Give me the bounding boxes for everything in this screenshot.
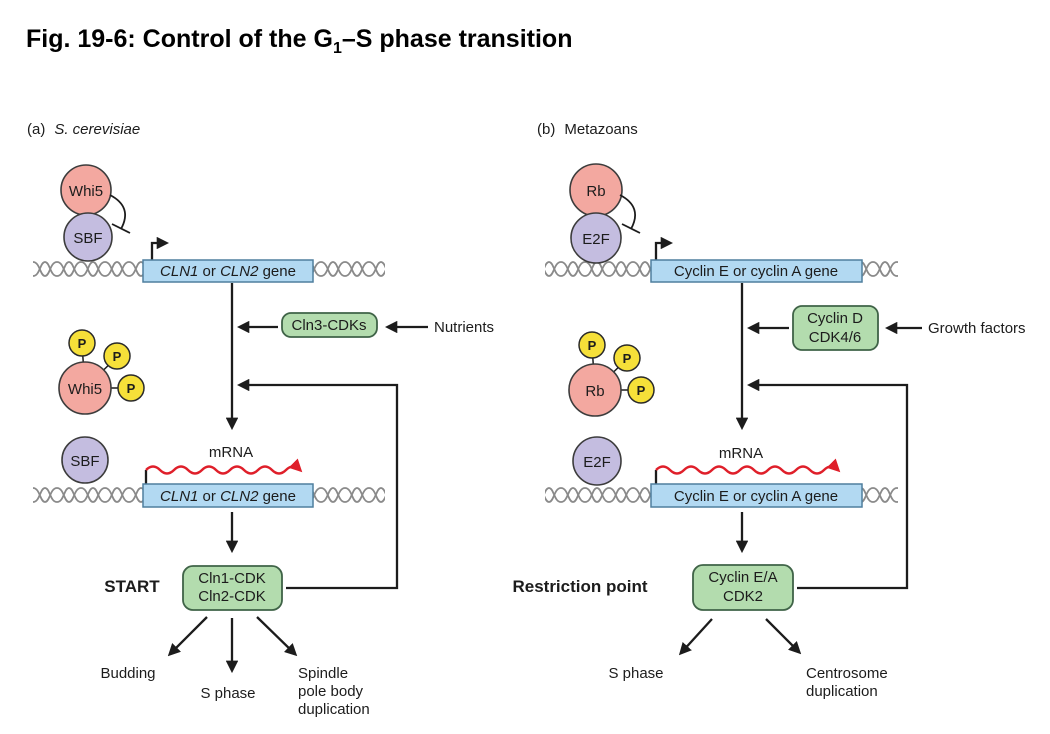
spindle-label-line2: pole body: [298, 683, 364, 700]
gene-box-b-bottom: [650, 483, 863, 508]
cycline-cdk2-box: [692, 564, 794, 611]
cln3-cdks-label: Cln3-CDKs: [291, 317, 366, 334]
panel-a-letter: (a): [27, 121, 45, 138]
phosphate-a2-circle: [103, 342, 131, 370]
phosphate-b1-circle: [578, 331, 606, 359]
whi5-sbf-complex: Whi5 SBF: [60, 164, 131, 262]
arrow-to-sphase-b: [678, 618, 713, 656]
feedback-arrow-b: [746, 378, 909, 590]
sphase-label-a: S phase: [200, 685, 255, 702]
feedback-arrow-a: [236, 378, 399, 590]
gene-box-b-top-label: Cyclin E or cyclin A gene: [674, 263, 838, 280]
phosphate-a3-circle: [117, 374, 145, 402]
cycline-label: Cyclin E/A: [708, 569, 777, 586]
panel-a-label: (a) S. cerevisiae: [27, 121, 140, 138]
cdk46-label: CDK4/6: [809, 329, 862, 346]
mrna-label-b: mRNA: [719, 445, 763, 462]
gene-a-gene: gene: [258, 263, 296, 280]
gene-a2-cln2: CLN2: [220, 488, 259, 505]
sbf-free-circle: [61, 436, 109, 484]
gene-box-a-bottom-label: CLN1 or CLN2 gene: [160, 488, 296, 505]
figure-title-suffix: –S phase transition: [341, 24, 573, 53]
sbf-label: SBF: [73, 230, 102, 247]
whi5-p-circle: [58, 361, 112, 415]
e2f-free-label: E2F: [583, 454, 611, 471]
panel-b-species: Metazoans: [564, 121, 637, 138]
phosphate-a2-label: P: [113, 349, 122, 364]
figure-title-subscript: 1: [332, 39, 342, 57]
phosphate-b3-circle: [627, 376, 655, 404]
cln-cdk-box: [182, 565, 283, 611]
rb-phosphorylated: Rb P P P: [568, 331, 655, 417]
gene-a2-or: or: [198, 488, 220, 505]
arrow-to-spindle: [256, 616, 298, 657]
gene-box-a-bottom: [142, 483, 314, 508]
figure-title: Fig. 19-6: Control of the G1–S phase tra…: [26, 25, 572, 58]
whi5-label: Whi5: [69, 183, 103, 200]
spindle-label-line3: duplication: [298, 701, 370, 718]
budding-label: Budding: [100, 665, 155, 682]
gene-box-b-bottom-label: Cyclin E or cyclin A gene: [674, 488, 838, 505]
whi5-p-label: Whi5: [68, 381, 102, 398]
phosphate-a3-label: P: [127, 381, 136, 396]
whi5-phosphorylated: Whi5 P P P: [58, 329, 145, 415]
phosphate-a1-circle: [68, 329, 96, 357]
panel-a-species: S. cerevisiae: [54, 121, 140, 138]
cln3-cdks-box: [281, 312, 378, 338]
spindle-label-line1: Spindle: [298, 665, 348, 682]
e2f-circle: [570, 212, 622, 264]
panel-a: (a) S. cerevisiae Whi5 SBF CLN1 or CLN2 g…: [27, 121, 494, 718]
e2f-free-circle: [572, 436, 622, 486]
figure-title-prefix: Fig. 19-6: Control of the G: [26, 24, 333, 53]
start-label: START: [104, 577, 160, 596]
inhibition-arc-b: [619, 194, 636, 230]
phosphate-b1-label: P: [588, 338, 597, 353]
rb-label: Rb: [586, 183, 605, 200]
arrow-to-centrosome: [765, 618, 802, 655]
mrna-label-a: mRNA: [209, 444, 253, 461]
gene-a-or: or: [198, 263, 220, 280]
panel-b-label: (b) Metazoans: [537, 121, 638, 138]
cln1-cdk-label: Cln1-CDK: [198, 570, 266, 587]
gene-a-cln2: CLN2: [220, 263, 259, 280]
gene-box-a-top-label: CLN1 or CLN2 gene: [160, 263, 296, 280]
arrow-to-budding: [167, 616, 208, 657]
panel-b: (b) Metazoans Rb E2F Cyclin E or cyclin A…: [512, 121, 1025, 700]
inhibition-arc-a: [109, 194, 126, 230]
growth-factors-label: Growth factors: [928, 320, 1026, 337]
e2f-label: E2F: [582, 231, 610, 248]
panel-b-letter: (b): [537, 121, 555, 138]
gene-a-cln1: CLN1: [160, 263, 198, 280]
phosphate-b2-label: P: [623, 351, 632, 366]
cyclind-cdk46-box: [792, 305, 879, 351]
mrna-wavy-arrow-b: [655, 458, 841, 475]
gene-a2-gene: gene: [258, 488, 296, 505]
phosphate-b2-circle: [613, 344, 641, 372]
restriction-point-label: Restriction point: [512, 577, 647, 596]
cyclind-label: Cyclin D: [807, 310, 863, 327]
inhibition-bar-b: [621, 223, 641, 234]
centrosome-label-line1: Centrosome: [806, 665, 888, 682]
rb-p-circle: [568, 363, 622, 417]
promoter-arrow-a-top: [150, 236, 170, 261]
cln2-cdk-label: Cln2-CDK: [198, 588, 266, 605]
rb-p-label: Rb: [585, 383, 604, 400]
promoter-arrow-b-top: [654, 236, 674, 261]
sbf-circle: [63, 212, 113, 262]
phosphate-b3-label: P: [637, 383, 646, 398]
sbf-free-label: SBF: [70, 453, 99, 470]
gene-box-a-top: [142, 259, 314, 283]
cdk2-label: CDK2: [723, 588, 763, 605]
gene-a2-cln1: CLN1: [160, 488, 198, 505]
centrosome-label-line2: duplication: [806, 683, 878, 700]
phosphate-a1-label: P: [78, 336, 87, 351]
sphase-label-b: S phase: [608, 665, 663, 682]
gene-box-b-top: [650, 259, 863, 283]
mrna-wavy-arrow-a: [145, 458, 303, 475]
rb-e2f-complex: Rb E2F: [569, 163, 641, 264]
nutrients-label: Nutrients: [434, 319, 494, 336]
inhibition-bar-a: [111, 223, 131, 234]
